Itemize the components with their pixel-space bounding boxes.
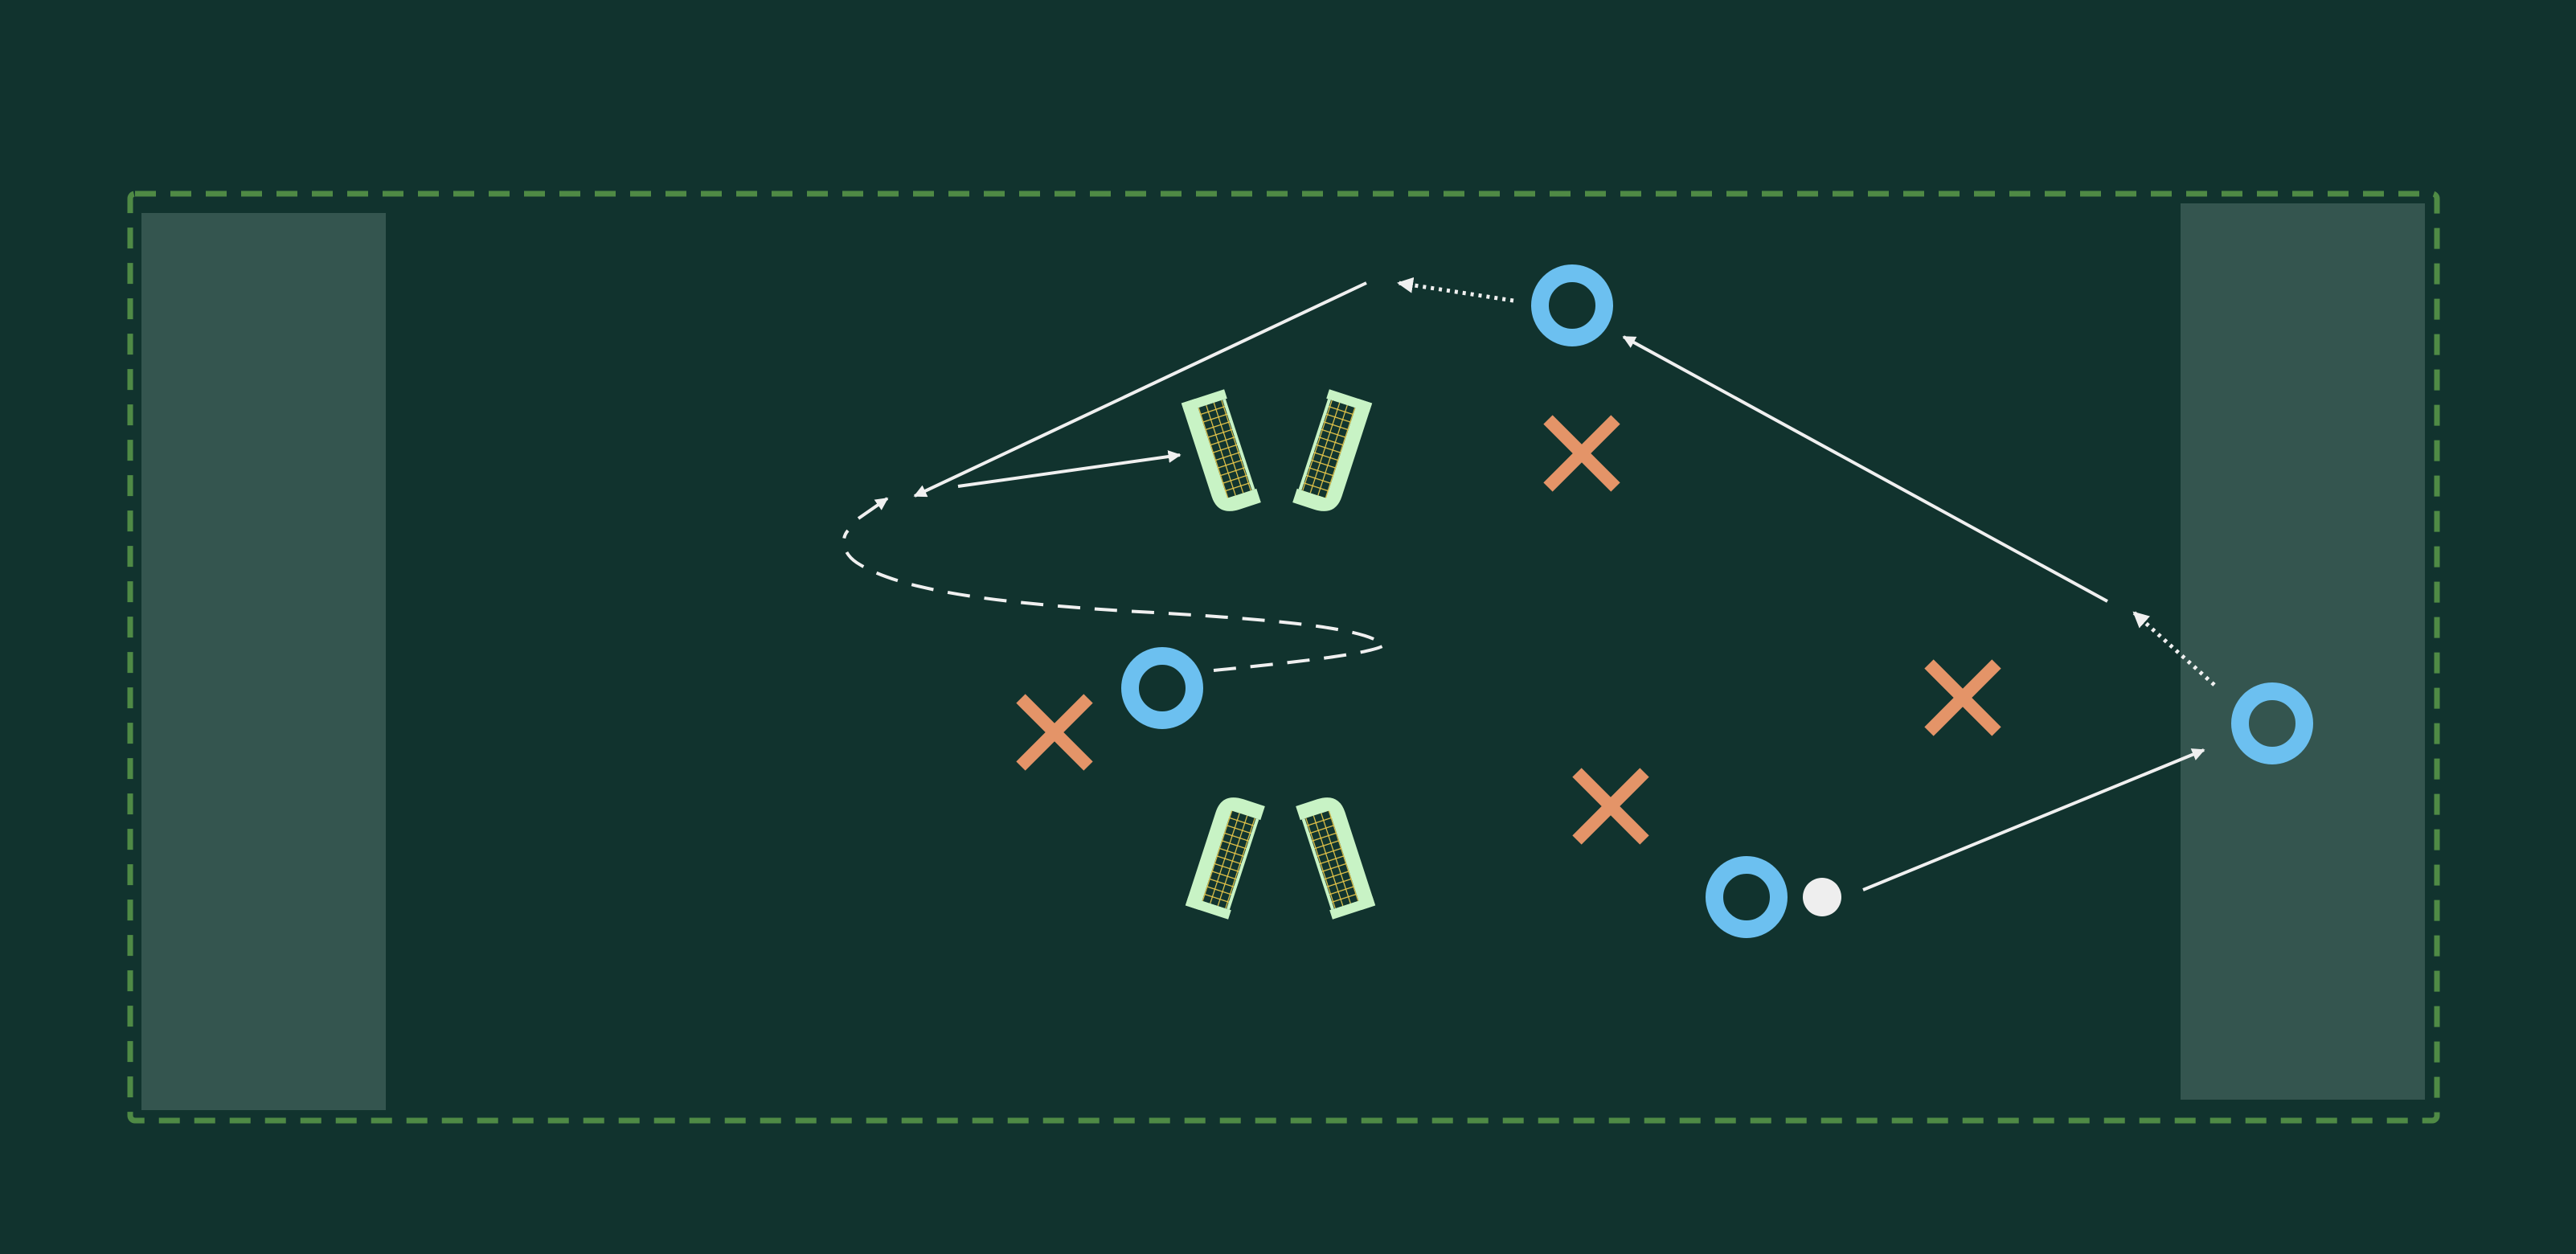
movement-lines [842,277,2216,891]
defender-3-icon [1929,664,1997,732]
defender-1-icon [1548,420,1616,487]
ball-icon [1803,878,1841,916]
mini-goal-top-left-icon [1179,387,1263,518]
dribble-arrow [2132,611,2216,686]
end-zone-left [141,213,386,1110]
mini-goal-bottom-right-icon [1294,790,1378,921]
attacker-1-icon [1540,273,1604,338]
pass-arrow [957,450,1182,488]
defender-4-icon [1577,772,1644,840]
pass-arrow [913,281,1367,498]
run-arrow [842,529,1387,672]
field-border [127,191,2440,1124]
mini-goal-bottom-left-icon [1183,790,1267,921]
mini-goal-top-right-icon [1291,387,1374,518]
pass-arrow [1862,748,2205,891]
attacker-3-icon [1714,865,1779,929]
defender-2-icon [1021,699,1088,766]
end-zone-right [2181,203,2425,1100]
pass-arrow [1622,335,2108,603]
attacker-2-icon [1130,656,1194,720]
run-arrow-head [857,497,889,520]
dribble-arrow [1397,277,1514,303]
